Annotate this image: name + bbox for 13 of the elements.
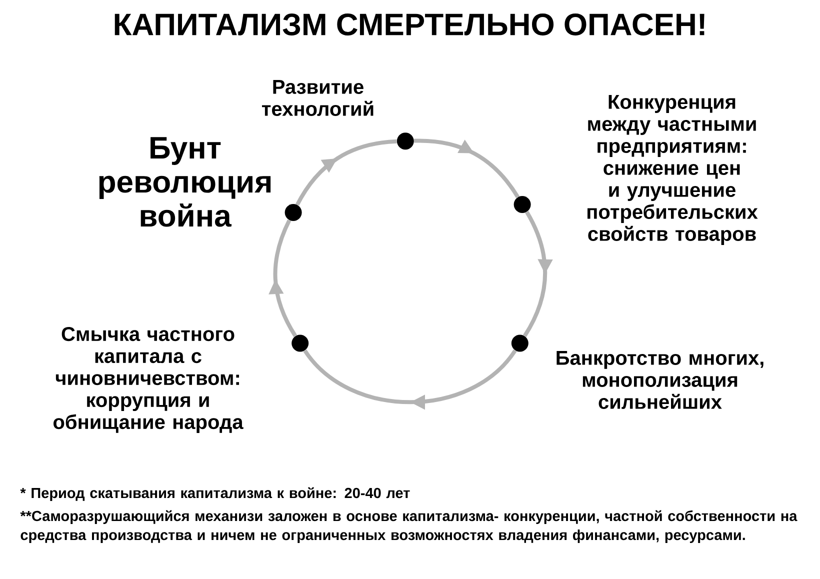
- node-label: Конкуренция между частными предприятиям: снижение цен и улучшение потребительских свойств товаров: [588, 95, 758, 245]
- footnote: * Период скатывания капитализма к войне: 20-40 лет: [20, 487, 410, 501]
- node-label: Банкротство многих, монополизация сильнейших: [556, 351, 764, 409]
- arrow: [268, 219, 298, 338]
- arrow: [414, 138, 520, 198]
- node-label: Бунт революция война: [99, 137, 271, 227]
- arrow: [296, 139, 397, 206]
- node-label: Развитие технологий: [262, 80, 374, 116]
- arrow: [522, 211, 553, 338]
- node-label: Смычка частного капитала с чиновничевством: коррупция и обнищание народа: [54, 326, 244, 434]
- footnote: **Саморазрушающийся механизи заложен в основе капитализма- конкуренции, частной собственности на средства производства и ничем не ограниченных возможностях владения финансами, ресурсами.: [20, 510, 798, 543]
- title: КАПИТАЛИЗМ СМЕРТЕЛЬНО ОПАСЕН!: [114, 14, 704, 36]
- arrow: [303, 349, 517, 410]
